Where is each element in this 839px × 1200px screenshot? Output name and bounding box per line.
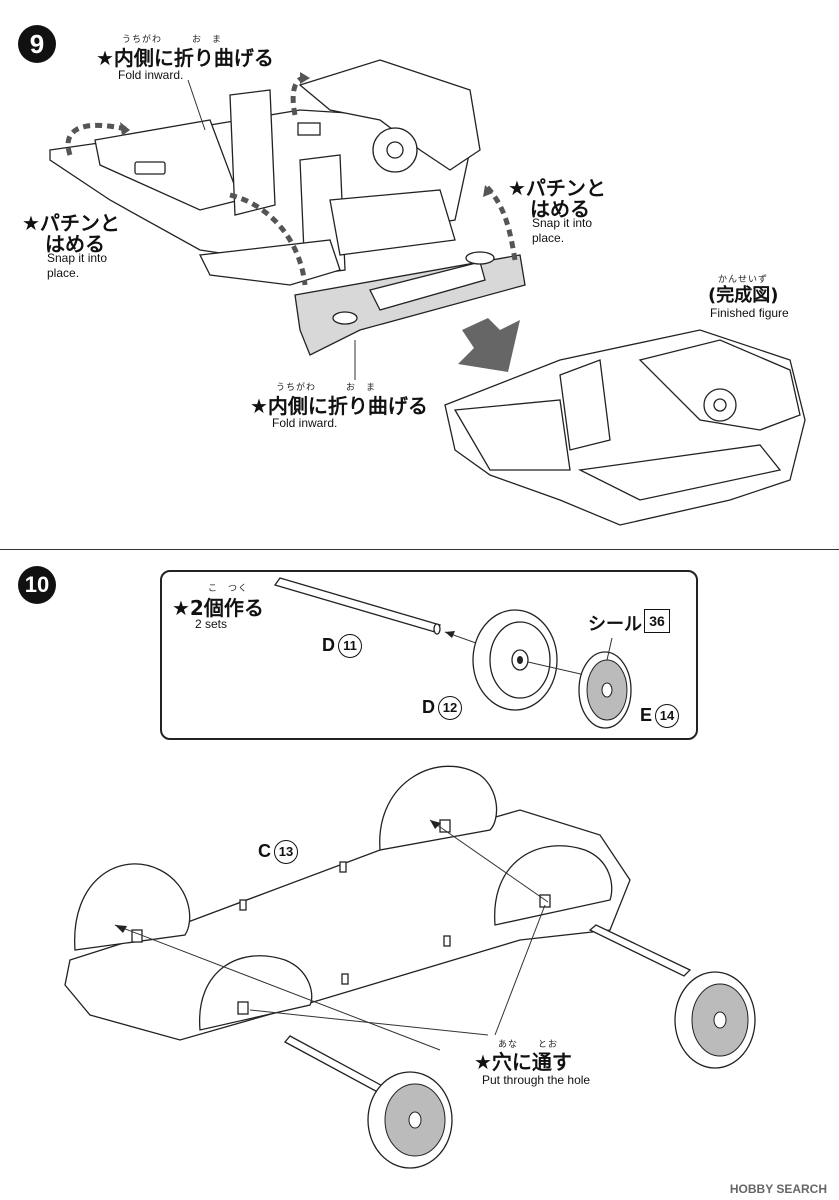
leader-line: [606, 637, 613, 661]
arrowhead: [120, 122, 130, 136]
interior-chassis: [49, 59, 481, 286]
snap-left-en-line1: Snap it into: [47, 251, 108, 265]
fold-top-ruby: うちがわ お ま: [122, 35, 223, 45]
wheel-front-left: [367, 1071, 453, 1169]
part-number-circle: 12: [438, 696, 462, 720]
snap-left-jp-line2: はめる: [45, 232, 105, 256]
step-10-badge: 10: [18, 566, 56, 604]
arrowhead: [300, 72, 310, 84]
step-10-illustration: [64, 577, 756, 1169]
arrow-fold-left: [229, 192, 308, 286]
tire-d12: [472, 609, 558, 711]
snap-right-jp-line1: ★パチンと: [508, 176, 606, 200]
floor-panel: [294, 251, 526, 356]
step-divider: [0, 549, 839, 550]
finished-jp: (完成図): [708, 285, 779, 306]
arrow-fold-top: [290, 75, 311, 116]
snap-right-en-line1: Snap it into: [532, 216, 593, 230]
part-letter: E: [640, 704, 653, 725]
fold-top-en: Fold inward.: [118, 68, 184, 82]
sticker-label: シール: [588, 614, 642, 635]
finished-ruby: かんせいず: [718, 275, 769, 285]
two-sets-jp: ★2個作る: [172, 596, 264, 620]
direction-arrow-icon: [458, 318, 520, 372]
part-letter: D: [322, 634, 335, 655]
wheel-rear-right: [674, 971, 756, 1069]
step-9-badge: 9: [18, 25, 56, 63]
finished-figure: [444, 329, 806, 526]
step-9-illustration: [49, 59, 806, 526]
sticker-number-box: 36: [644, 609, 670, 633]
snap-left-en-line2: place.: [47, 266, 80, 280]
finished-en: Finished figure: [710, 306, 789, 320]
fold-bottom-ruby: うちがわ お ま: [276, 383, 377, 393]
arrowhead: [445, 631, 455, 638]
through-hole-jp: ★穴に通す: [474, 1050, 572, 1074]
axle-d11: [273, 577, 442, 635]
fold-bottom-en: Fold inward.: [272, 416, 338, 430]
two-sets-en: 2 sets: [195, 617, 228, 631]
part-number-circle: 11: [338, 634, 362, 658]
part-letter: C: [258, 840, 271, 861]
part-number-circle: 14: [655, 704, 680, 728]
two-sets-ruby: こ つく: [208, 584, 249, 594]
through-hole-ruby: あな とお: [498, 1040, 559, 1050]
watermark: HOBBY SEARCH: [729, 1182, 827, 1196]
wheel-e14: [578, 651, 632, 729]
wheel-subassembly-box: [160, 570, 698, 740]
through-hole-en: Put through the hole: [482, 1073, 591, 1087]
arrowhead: [115, 925, 127, 933]
fold-top-jp: ★内側に折り曲げる: [96, 46, 274, 70]
arrowhead: [483, 185, 493, 197]
arrowhead: [430, 820, 441, 829]
part-number-circle: 13: [274, 840, 298, 864]
snap-right-en-line2: place.: [532, 231, 565, 245]
part-letter: D: [422, 696, 435, 717]
leader-line: [187, 79, 206, 131]
fold-bottom-jp: ★内側に折り曲げる: [250, 394, 428, 418]
chassis-c13: [64, 765, 631, 1041]
snap-left-jp-line1: ★パチンと: [22, 211, 120, 235]
snap-right-jp-line2: はめる: [530, 197, 590, 221]
